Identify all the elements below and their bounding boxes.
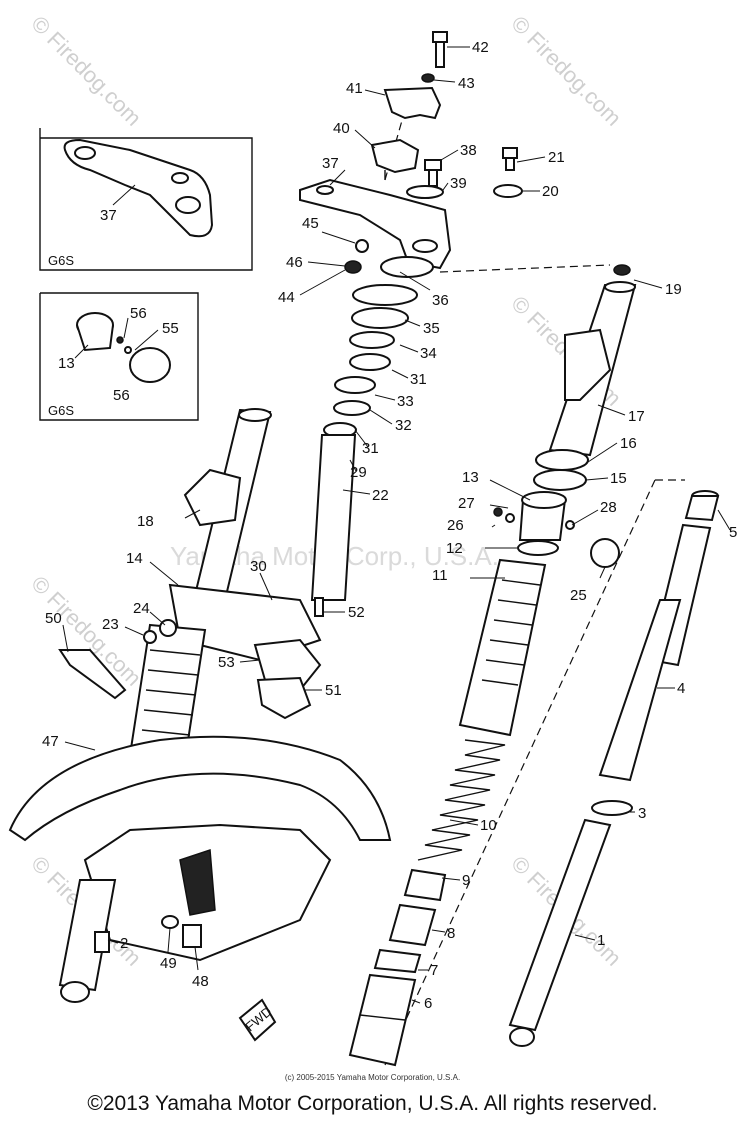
inset-2-label-56: 56 (130, 305, 147, 322)
right-fork: FWD (238, 264, 720, 1067)
callout-53: 53 (218, 654, 235, 671)
callout-7: 7 (430, 962, 438, 979)
callout-43: 43 (458, 75, 475, 92)
callout-40: 40 (333, 120, 350, 137)
callout-9: 9 (462, 872, 470, 889)
callout-35: 35 (423, 320, 440, 337)
watermark-top-right: © Firedog.com (506, 11, 626, 131)
callout-48: 48 (192, 973, 209, 990)
callout-28: 28 (600, 499, 617, 516)
inset-2-code: G6S (48, 403, 74, 418)
callout-51: 51 (325, 682, 342, 699)
callout-27: 27 (458, 495, 475, 512)
callout-21: 21 (548, 149, 565, 166)
callout-32: 32 (395, 417, 412, 434)
callout-36: 36 (432, 292, 449, 309)
callout-labels: 42 43 41 40 38 21 37 39 20 45 46 44 36 1… (42, 39, 737, 1012)
inset-2-label-13: 13 (58, 355, 75, 372)
callout-1: 1 (597, 932, 605, 949)
callout-4: 4 (677, 680, 685, 697)
inset-1-code: G6S (48, 253, 74, 268)
callout-17: 17 (628, 408, 645, 425)
callout-39: 39 (450, 175, 467, 192)
callout-29: 29 (350, 464, 367, 481)
callout-19: 19 (665, 281, 682, 298)
callout-13: 13 (462, 469, 479, 486)
callout-14: 14 (126, 550, 143, 567)
inset-1-label-37: 37 (100, 207, 117, 224)
callout-20: 20 (542, 183, 559, 200)
callout-31a: 31 (410, 371, 427, 388)
top-parts (370, 31, 523, 199)
front-fender (8, 735, 392, 1003)
leader-lines (62, 46, 731, 1004)
callout-12: 12 (446, 540, 463, 557)
callout-22: 22 (372, 487, 389, 504)
callout-24: 24 (133, 600, 150, 617)
steering-stack (310, 239, 434, 601)
callout-42: 42 (472, 39, 489, 56)
callout-3: 3 (638, 805, 646, 822)
callout-11: 11 (432, 567, 448, 584)
inset-box-1: 37 G6S (39, 128, 253, 271)
callout-31b: 31 (362, 440, 379, 457)
callout-50: 50 (45, 610, 62, 627)
callout-15: 15 (610, 470, 627, 487)
callout-34: 34 (420, 345, 437, 362)
callout-44: 44 (278, 289, 295, 306)
callout-37: 37 (322, 155, 339, 172)
callout-10: 10 (480, 817, 497, 834)
callout-33: 33 (397, 393, 414, 410)
small-copyright: (c) 2005-2015 Yamaha Motor Corporation, … (284, 1073, 461, 1082)
inset-2-label-55: 55 (162, 320, 179, 337)
callout-2: 2 (120, 935, 128, 952)
watermark-top-left: © Firedog.com (26, 11, 146, 131)
callout-26: 26 (447, 517, 464, 534)
callout-8: 8 (447, 925, 455, 942)
callout-52: 52 (348, 604, 365, 621)
callout-25: 25 (570, 587, 587, 604)
callout-49: 49 (160, 955, 177, 972)
callout-5: 5 (729, 524, 737, 541)
callout-38: 38 (460, 142, 477, 159)
left-fork (58, 408, 324, 762)
callout-47: 47 (42, 733, 59, 750)
main-copyright: ©2013 Yamaha Motor Corporation, U.S.A. A… (87, 1092, 658, 1115)
callout-18: 18 (137, 513, 154, 530)
callout-30: 30 (250, 558, 267, 575)
callout-46: 46 (286, 254, 303, 271)
callout-45: 45 (302, 215, 319, 232)
callout-6: 6 (424, 995, 432, 1012)
callout-41: 41 (346, 80, 363, 97)
inset-box-2: 56 55 13 56 G6S (39, 292, 199, 421)
inset-2-label-56b: 56 (113, 387, 130, 404)
callout-23: 23 (102, 616, 119, 633)
callout-16: 16 (620, 435, 637, 452)
assembly-guides (384, 109, 685, 1066)
